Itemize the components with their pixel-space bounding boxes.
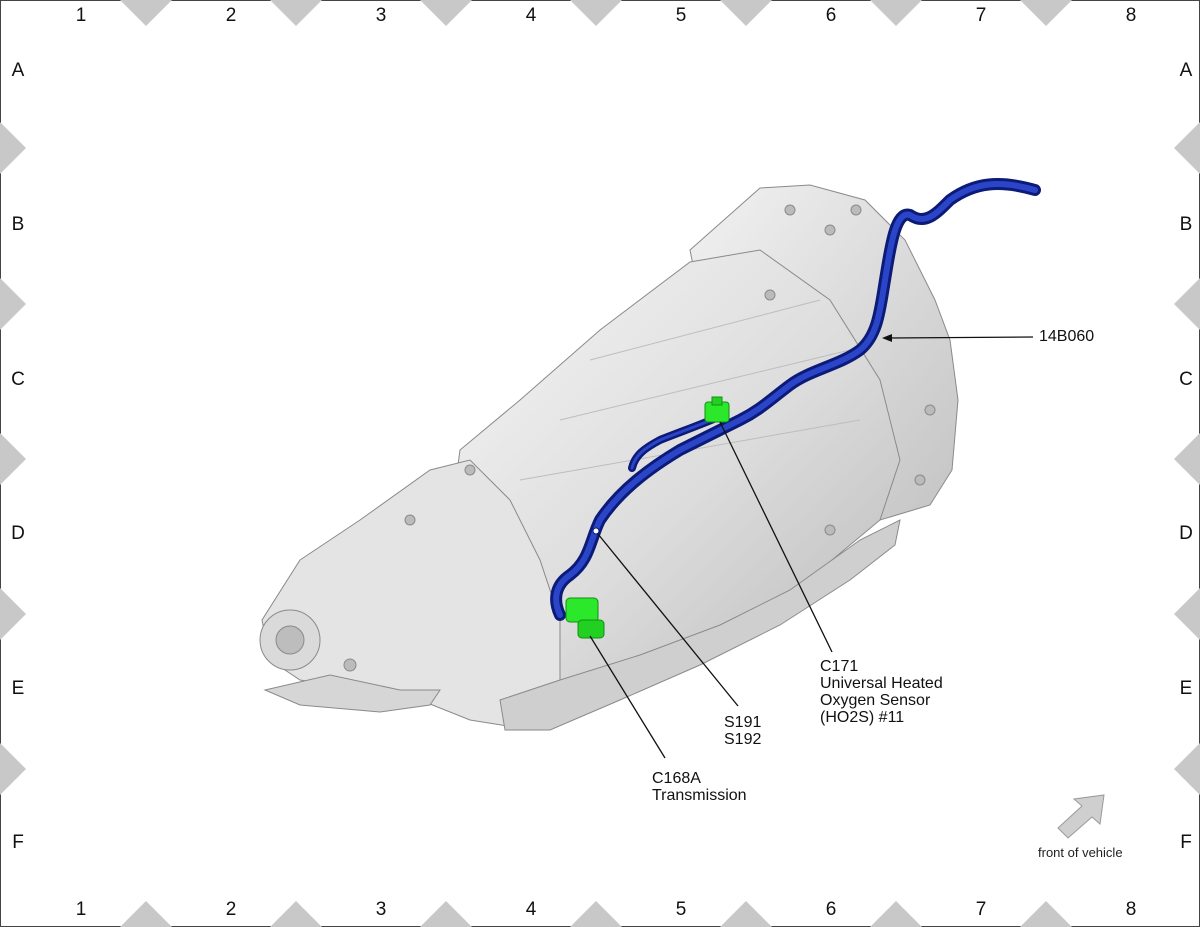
- row-label-right-f: F: [1180, 832, 1192, 853]
- top-marker-6: [870, 0, 922, 26]
- right-marker-2: [1174, 278, 1200, 330]
- left-marker-3: [0, 433, 26, 485]
- bottom-marker-2: [270, 901, 322, 927]
- row-label-left-b: B: [11, 214, 25, 235]
- row-label-right-d: D: [1179, 523, 1193, 544]
- callout-c171: C171 Universal Heated Oxygen Sensor (HO2…: [820, 658, 943, 726]
- top-marker-7: [1020, 0, 1072, 26]
- col-label-top-5: 5: [675, 5, 687, 26]
- bottom-marker-7: [1020, 901, 1072, 927]
- col-label-top-7: 7: [975, 5, 987, 26]
- top-marker-3: [420, 0, 472, 26]
- callout-c171-line-2: Oxygen Sensor: [820, 692, 931, 709]
- col-label-bottom-8: 8: [1125, 899, 1137, 920]
- bottom-marker-3: [420, 901, 472, 927]
- front-of-vehicle-label: front of vehicle: [1038, 845, 1123, 860]
- col-label-top-6: 6: [825, 5, 837, 26]
- callout-14b060-id: 14B060: [1039, 328, 1095, 345]
- callout-c171-line-3: (HO2S) #11: [820, 709, 905, 726]
- row-label-left-e: E: [11, 678, 25, 699]
- callout-14b060: 14B060: [1039, 328, 1094, 345]
- right-marker-1: [1174, 122, 1200, 174]
- leader-c171: [719, 421, 833, 653]
- leader-14b060-arrow: [882, 334, 892, 342]
- col-label-top-8: 8: [1125, 5, 1137, 26]
- col-label-top-2: 2: [225, 5, 237, 26]
- row-label-left-a: A: [11, 60, 25, 81]
- splice-marker: [592, 527, 600, 535]
- transmission-illustration: [259, 184, 959, 731]
- leader-lines: [589, 334, 1034, 759]
- callout-c171-line-1: Universal Heated: [820, 675, 943, 692]
- row-label-left-d: D: [11, 523, 25, 544]
- callout-splice-s191: S191: [724, 714, 762, 731]
- top-marker-4: [570, 0, 622, 26]
- col-label-bottom-4: 4: [525, 899, 537, 920]
- col-label-bottom-7: 7: [975, 899, 987, 920]
- col-label-top-1: 1: [75, 5, 87, 26]
- callout-c168a: C168A Transmission: [652, 770, 747, 804]
- leader-c168a: [589, 635, 666, 759]
- top-marker-1: [120, 0, 172, 26]
- callout-splices: S191 S192: [724, 714, 761, 748]
- leader-splices: [597, 533, 739, 707]
- leader-14b060: [883, 336, 1034, 339]
- row-label-right-b: B: [1179, 214, 1193, 235]
- top-marker-2: [270, 0, 322, 26]
- left-marker-4: [0, 588, 26, 640]
- right-marker-4: [1174, 588, 1200, 640]
- col-label-bottom-2: 2: [225, 899, 237, 920]
- row-label-right-c: C: [1179, 369, 1193, 390]
- connector-c168a-shape: [565, 597, 605, 639]
- col-label-top-3: 3: [375, 5, 387, 26]
- bottom-marker-6: [870, 901, 922, 927]
- right-marker-3: [1174, 433, 1200, 485]
- callout-c171-id: C171: [820, 658, 859, 675]
- right-marker-5: [1174, 743, 1200, 795]
- left-marker-2: [0, 278, 26, 330]
- col-label-top-4: 4: [525, 5, 537, 26]
- callout-splice-s192: S192: [724, 731, 762, 748]
- bottom-marker-4: [570, 901, 622, 927]
- row-label-left-f: F: [12, 832, 24, 853]
- col-label-bottom-3: 3: [375, 899, 387, 920]
- col-label-bottom-6: 6: [825, 899, 837, 920]
- row-label-left-c: C: [11, 369, 25, 390]
- top-marker-5: [720, 0, 772, 26]
- bottom-marker-1: [120, 901, 172, 927]
- callout-c168a-line-1: Transmission: [652, 787, 747, 804]
- callout-c168a-id: C168A: [652, 770, 701, 787]
- row-label-right-e: E: [1179, 678, 1193, 699]
- oil-pan: [499, 519, 901, 731]
- row-label-right-a: A: [1179, 60, 1193, 81]
- left-marker-5: [0, 743, 26, 795]
- arrow-up-right-icon: [1057, 794, 1105, 839]
- col-label-bottom-1: 1: [75, 899, 87, 920]
- col-label-bottom-5: 5: [675, 899, 687, 920]
- bottom-marker-5: [720, 901, 772, 927]
- left-marker-1: [0, 122, 26, 174]
- connector-c171-shape: [704, 396, 730, 423]
